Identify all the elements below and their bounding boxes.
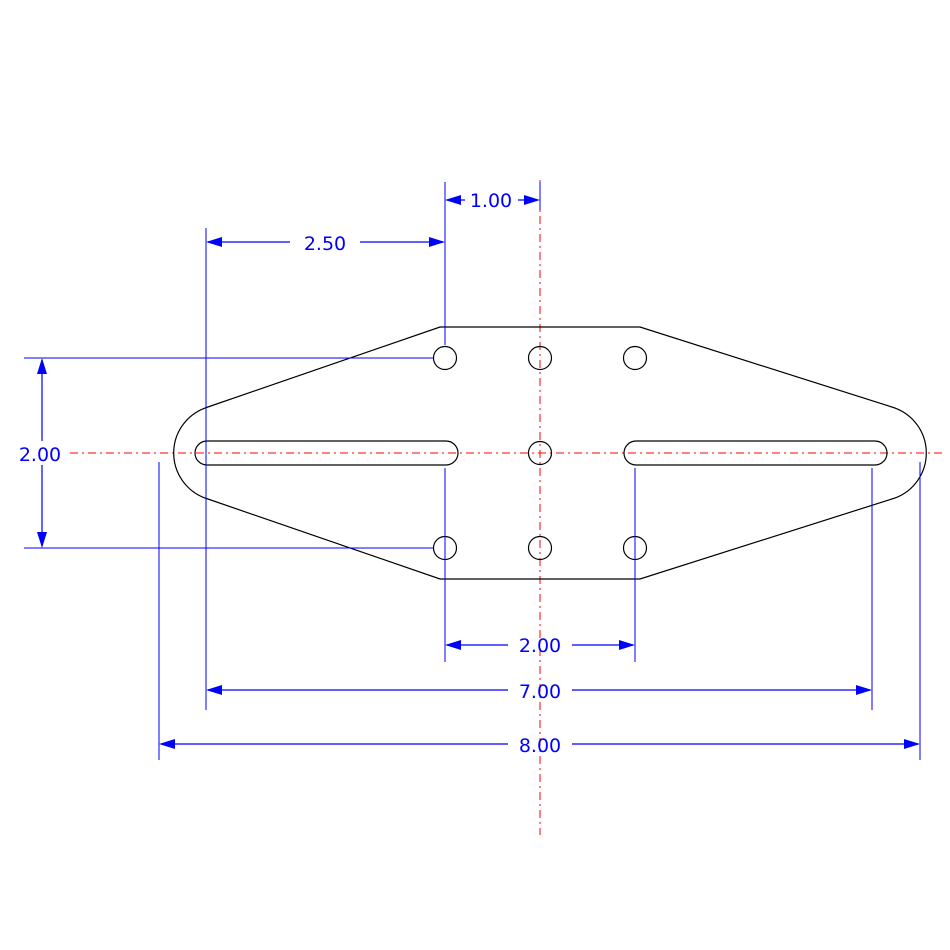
dimension-text: 2.50 [304, 233, 346, 255]
plate-outline [173, 326, 927, 580]
left-slot [194, 440, 459, 466]
dimension-text: 8.00 [519, 735, 561, 757]
dimension-hole-span: 2.00 [445, 635, 635, 657]
dimension-hole-spacing-y: 2.00 [12, 358, 68, 548]
dimension-hole-spacing-x: 1.00 [445, 190, 540, 212]
dimension-text: 2.00 [19, 444, 61, 466]
dimension-text: 2.00 [519, 635, 561, 657]
hole-top-left [432, 345, 458, 371]
dimension-text: 7.00 [519, 681, 561, 703]
hole-bottom-center [527, 535, 553, 561]
dimension-text: 1.00 [470, 190, 512, 212]
right-slot [623, 440, 888, 466]
hole-top-center [527, 345, 553, 371]
hole-center [527, 440, 553, 466]
dimension-overall-length: 8.00 [159, 735, 920, 757]
dimension-slot-span: 7.00 [206, 681, 872, 703]
hole-top-right [622, 345, 648, 371]
dimension-slot-to-hole: 2.50 [206, 233, 445, 255]
